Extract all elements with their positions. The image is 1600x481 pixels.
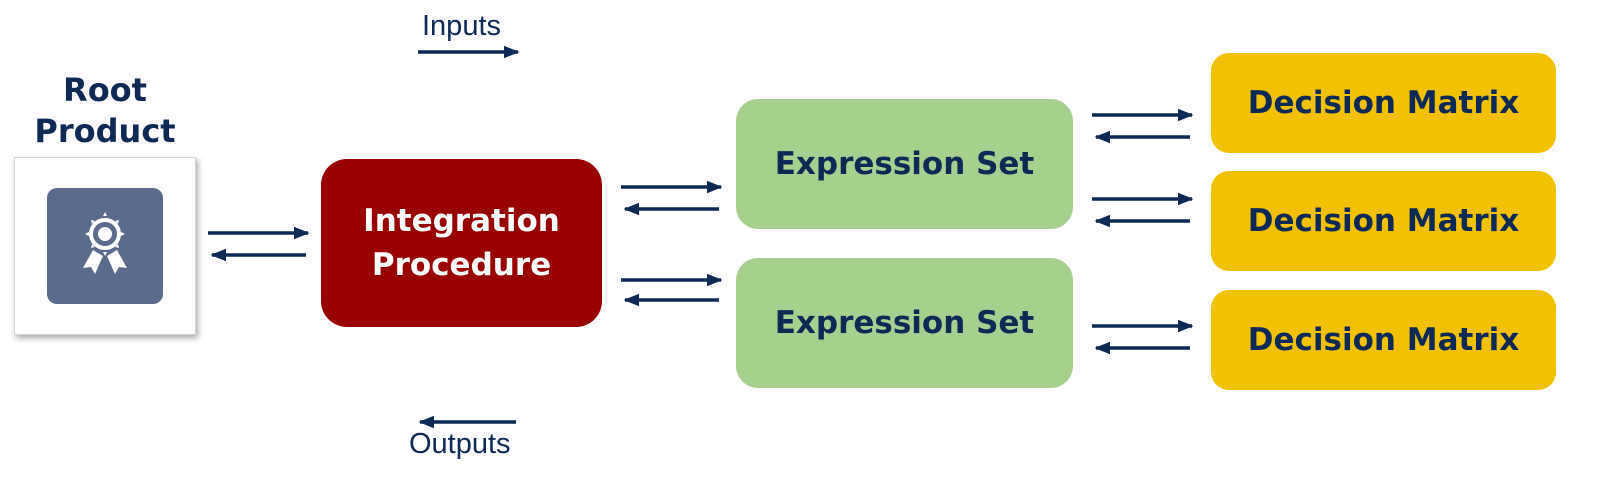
root-product-icon-tile — [47, 188, 163, 304]
expression-set-box-2[interactable]: Expression Set — [736, 258, 1073, 388]
root-product-title-line2: Product — [34, 112, 176, 150]
expression-set-box-1[interactable]: Expression Set — [736, 99, 1073, 229]
outputs-legend-label: Outputs — [409, 428, 511, 460]
decision-matrix-box-3[interactable]: Decision Matrix — [1211, 290, 1556, 390]
award-icon — [83, 212, 127, 274]
integration-procedure-label-line2: Procedure — [371, 247, 552, 283]
inputs-legend-label: Inputs — [422, 10, 501, 42]
decision-matrix-label-1: Decision Matrix — [1247, 85, 1520, 121]
root-product-title: Root Product — [0, 70, 210, 152]
decision-matrix-label-3: Decision Matrix — [1247, 322, 1520, 358]
decision-matrix-label-2: Decision Matrix — [1247, 203, 1520, 239]
expression-set-label-2: Expression Set — [774, 305, 1035, 341]
decision-matrix-box-2[interactable]: Decision Matrix — [1211, 171, 1556, 271]
expression-set-label-1: Expression Set — [774, 146, 1035, 182]
integration-procedure-label-line1: Integration — [363, 203, 560, 239]
integration-procedure-box[interactable]: Integration Procedure — [321, 159, 602, 327]
decision-matrix-box-1[interactable]: Decision Matrix — [1211, 53, 1556, 153]
root-product-title-line1: Root — [63, 71, 147, 109]
root-product-card[interactable] — [14, 157, 196, 335]
